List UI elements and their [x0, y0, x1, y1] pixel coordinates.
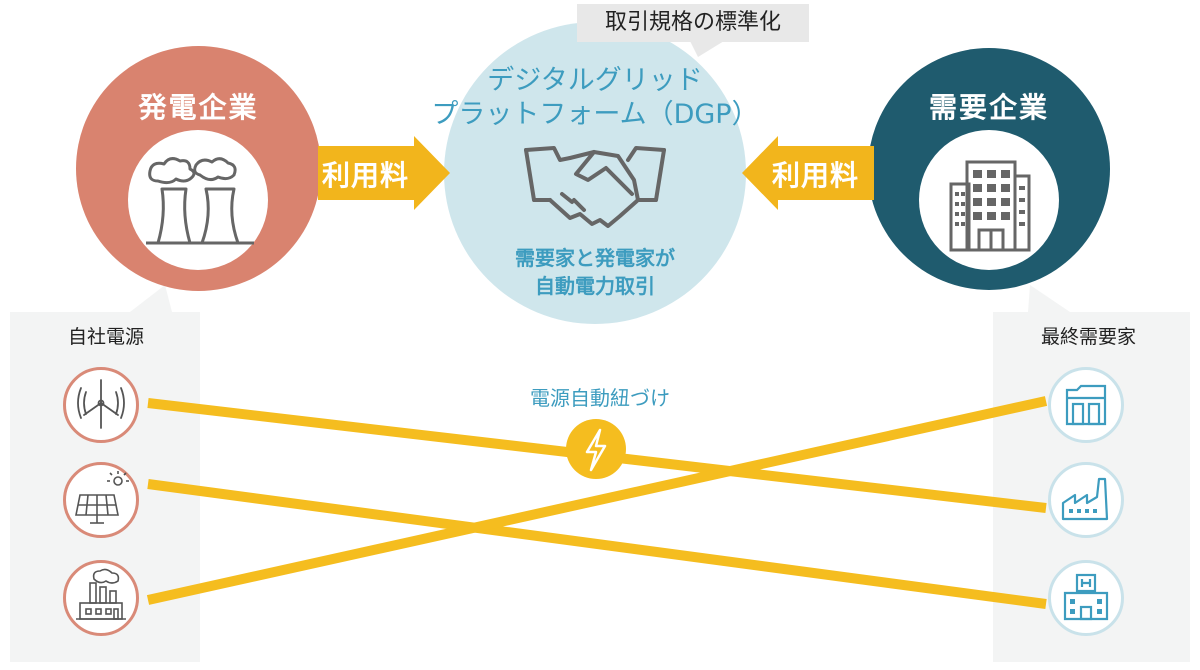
fee-arrow-right — [742, 136, 874, 210]
consumer-company-title: 需要企業 — [928, 91, 1049, 124]
store-icon — [1048, 367, 1124, 443]
fee-arrow-left — [318, 136, 450, 210]
fee-label-right: 利用料 — [772, 159, 860, 192]
cooling-tower-icon — [146, 157, 254, 245]
generator-company-title: 発電企業 — [138, 91, 259, 124]
wind-turbine-icon — [63, 367, 139, 443]
left-panel-label: 自社電源 — [68, 326, 145, 348]
platform-sub-line1: 需要家と発電家が — [515, 246, 675, 270]
platform-sub-line2: 自動電力取引 — [535, 274, 655, 298]
callout-tail — [690, 41, 724, 57]
platform-title-line2: プラットフォーム（DGP） — [431, 99, 759, 130]
solar-panel-icon — [63, 462, 139, 538]
power-plant-icon — [63, 560, 139, 636]
office-building-icon — [949, 160, 1031, 252]
factory-icon — [1048, 462, 1124, 538]
handshake-icon — [524, 146, 666, 228]
standardization-callout: 取引規格の標準化 — [577, 4, 809, 42]
auto-matching-label: 電源自動紐づけ — [530, 386, 670, 410]
fee-label-left: 利用料 — [322, 159, 410, 192]
lightning-icon — [566, 419, 626, 479]
generator-company-circle: 発電企業 — [76, 46, 321, 291]
right-panel-label: 最終需要家 — [1041, 326, 1137, 348]
platform-title-line1: デジタルグリッド — [487, 65, 703, 96]
hospital-icon — [1048, 560, 1124, 636]
